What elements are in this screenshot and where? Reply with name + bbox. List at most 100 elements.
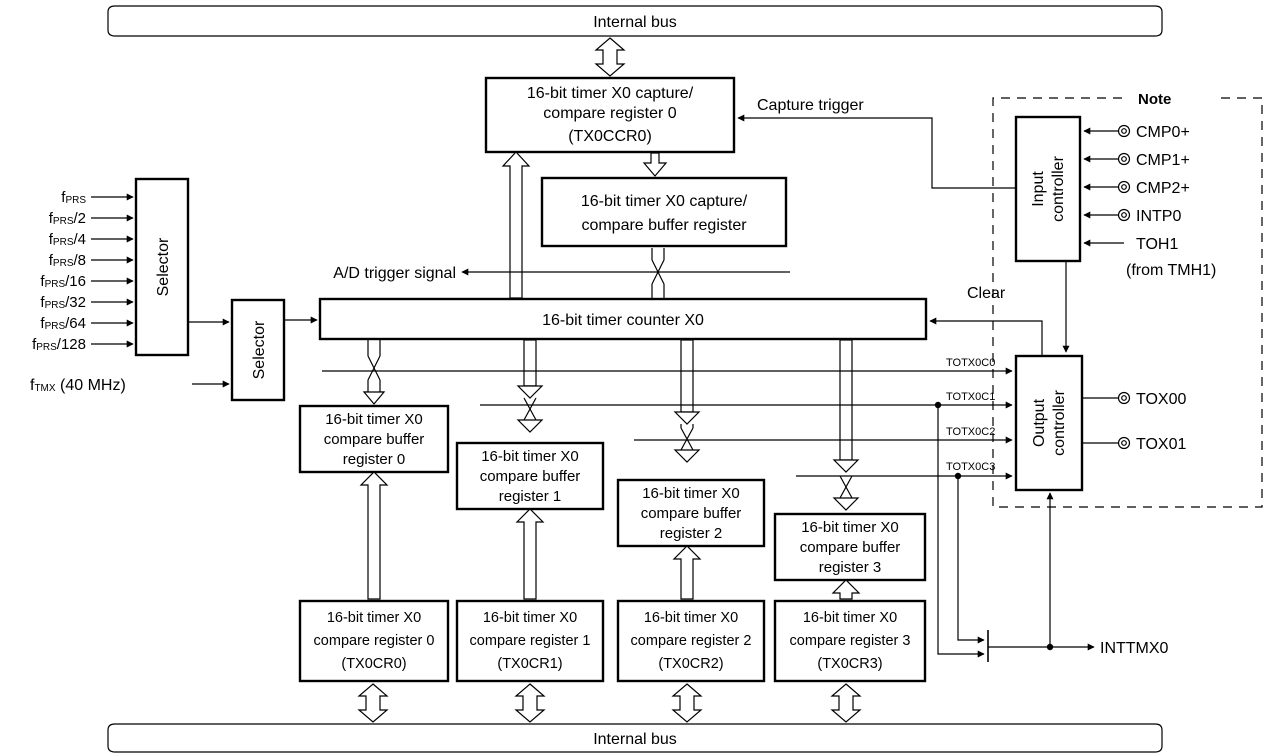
counter-to-buffer1 — [516, 339, 544, 433]
cr1-to-buffer1-arrow — [515, 508, 545, 600]
svg-text:(TX0CR3): (TX0CR3) — [817, 656, 882, 672]
bus-double-arrow-cr3 — [830, 683, 862, 723]
input-pin-cmp2: CMP2+ — [1083, 180, 1190, 197]
svg-text:register 0: register 0 — [343, 451, 406, 468]
cr0-to-buffer0-arrow — [359, 471, 389, 600]
internal-bus-bottom-label: Internal bus — [593, 731, 677, 748]
compare-buffer-register-2: 16-bit timer X0 compare buffer register … — [616, 478, 766, 548]
signal-label-totx0c3: TOTX0C3 — [946, 461, 995, 473]
clock-input-label: fPRS/64 — [40, 315, 86, 332]
bus-double-arrow-cr2 — [671, 683, 703, 723]
svg-text:compare buffer: compare buffer — [324, 431, 425, 448]
internal-bus-top-label: Internal bus — [593, 14, 677, 31]
input-controller: Input controller — [1014, 115, 1082, 263]
signal-label-totx0c2: TOTX0C2 — [946, 426, 995, 438]
svg-text:INTP0: INTP0 — [1136, 208, 1181, 225]
clock-input-labels: fPRSfPRS/2fPRS/4fPRS/8fPRS/16fPRS/32fPRS… — [32, 189, 86, 353]
svg-text:register 3: register 3 — [819, 559, 882, 576]
svg-text:compare buffer: compare buffer — [480, 468, 581, 485]
cr2-to-buffer2-arrow — [672, 545, 702, 600]
svg-text:16-bit timer X0: 16-bit timer X0 — [325, 411, 423, 428]
svg-text:compare register 0: compare register 0 — [314, 633, 435, 649]
interrupt-label: INTTMX0 — [1100, 640, 1169, 657]
svg-text:controller: controller — [1051, 389, 1068, 455]
clock-input-label: fPRS/128 — [32, 336, 86, 353]
counter-to-buffer3 — [832, 339, 860, 511]
tmx-clock-label: fTMX (40 MHz) — [30, 377, 126, 394]
svg-text:compare register 1: compare register 1 — [470, 633, 591, 649]
svg-text:CMP0+: CMP0+ — [1136, 124, 1190, 141]
counter-to-capture-arrow — [501, 151, 531, 299]
svg-text:CMP1+: CMP1+ — [1136, 152, 1190, 169]
capture-trigger-line — [737, 114, 1016, 189]
svg-text:16-bit timer counter X0: 16-bit timer counter X0 — [542, 312, 704, 329]
bus-double-arrow-capture — [594, 37, 626, 77]
output-pin-tox01: TOX01 — [1082, 436, 1187, 453]
svg-text:TOH1: TOH1 — [1136, 236, 1178, 253]
svg-text:controller: controller — [1050, 155, 1067, 221]
input-pin-cmp1: CMP1+ — [1083, 152, 1190, 169]
svg-text:Selector: Selector — [251, 320, 268, 379]
svg-text:(TX0CR1): (TX0CR1) — [497, 656, 562, 672]
svg-text:register 2: register 2 — [660, 525, 723, 542]
svg-text:16-bit timer X0: 16-bit timer X0 — [483, 610, 577, 626]
compare-register-3: 16-bit timer X0 compare register 3 (TX0C… — [773, 599, 927, 683]
capture-trigger-label: Capture trigger — [757, 97, 864, 114]
internal-bus-top: Internal bus — [107, 5, 1163, 37]
svg-text:16-bit timer X0: 16-bit timer X0 — [801, 519, 899, 536]
svg-text:compare register 2: compare register 2 — [631, 633, 752, 649]
svg-text:TOX01: TOX01 — [1136, 436, 1187, 453]
capture-compare-register-0: 16-bit timer X0 capture/ compare registe… — [484, 76, 736, 154]
output-controller: Output controller — [1014, 354, 1084, 492]
bus-double-arrow-cr1 — [514, 683, 546, 723]
clock-input-label: fPRS/32 — [40, 294, 86, 311]
clear-label: Clear — [967, 285, 1006, 302]
capture-compare-buffer-register: 16-bit timer X0 capture/ compare buffer … — [540, 176, 788, 248]
svg-text:16-bit timer X0: 16-bit timer X0 — [481, 448, 579, 465]
clock-input-label: fPRS/2 — [49, 210, 86, 227]
selector-2: Selector — [230, 298, 286, 402]
svg-text:compare register 0: compare register 0 — [543, 105, 676, 122]
capture-buffer-link — [651, 248, 665, 298]
svg-text:(TX0CCR0): (TX0CCR0) — [568, 128, 652, 145]
clock-input-label: fPRS/8 — [49, 252, 86, 269]
bus-double-arrow-cr0 — [357, 683, 389, 723]
timer-counter-x0: 16-bit timer counter X0 — [318, 297, 928, 341]
svg-text:16-bit timer X0 capture/: 16-bit timer X0 capture/ — [581, 193, 748, 210]
svg-text:(from TMH1): (from TMH1) — [1126, 262, 1216, 279]
signal-label-totx0c1: TOTX0C1 — [946, 391, 995, 403]
input-toh1: TOH1 (from TMH1) — [1083, 236, 1216, 279]
input-pin-cmp0: CMP0+ — [1083, 124, 1190, 141]
svg-text:Selector: Selector — [155, 237, 172, 296]
compare-buffer-register-1: 16-bit timer X0 compare buffer register … — [455, 441, 605, 511]
ad-trigger-label: A/D trigger signal — [333, 265, 456, 282]
tap-totx0c3 — [957, 476, 985, 644]
svg-text:(TX0CR2): (TX0CR2) — [658, 656, 723, 672]
svg-text:compare buffer register: compare buffer register — [581, 217, 747, 234]
tap-totx0c1 — [937, 405, 985, 658]
svg-text:Input: Input — [1030, 171, 1047, 207]
clock-input-label: fPRS/4 — [49, 231, 86, 248]
capture-to-buffer-arrow — [642, 152, 668, 177]
compare-register-0: 16-bit timer X0 compare register 0 (TX0C… — [298, 599, 450, 683]
counter-to-buffer2 — [673, 339, 701, 463]
clock-input-label: fPRS — [61, 189, 86, 206]
note-label: Note — [1138, 91, 1171, 108]
note-region — [992, 97, 1263, 508]
clear-line — [929, 317, 1043, 356]
svg-text:compare buffer: compare buffer — [800, 539, 901, 556]
clock-input-arrows — [91, 193, 134, 348]
svg-text:16-bit timer X0: 16-bit timer X0 — [803, 610, 897, 626]
svg-text:compare register 3: compare register 3 — [790, 633, 911, 649]
compare-buffer-register-0: 16-bit timer X0 compare buffer register … — [298, 404, 450, 474]
svg-text:register 1: register 1 — [499, 488, 562, 505]
signal-label-totx0c0: TOTX0C0 — [946, 357, 995, 369]
compare-register-2: 16-bit timer X0 compare register 2 (TX0C… — [616, 599, 766, 683]
internal-bus-bottom: Internal bus — [107, 723, 1163, 753]
compare-register-1: 16-bit timer X0 compare register 1 (TX0C… — [455, 599, 605, 683]
svg-text:16-bit timer X0 capture/: 16-bit timer X0 capture/ — [527, 85, 694, 102]
svg-text:(TX0CR0): (TX0CR0) — [341, 656, 406, 672]
svg-text:compare buffer: compare buffer — [641, 505, 742, 522]
svg-text:16-bit timer X0: 16-bit timer X0 — [644, 610, 738, 626]
